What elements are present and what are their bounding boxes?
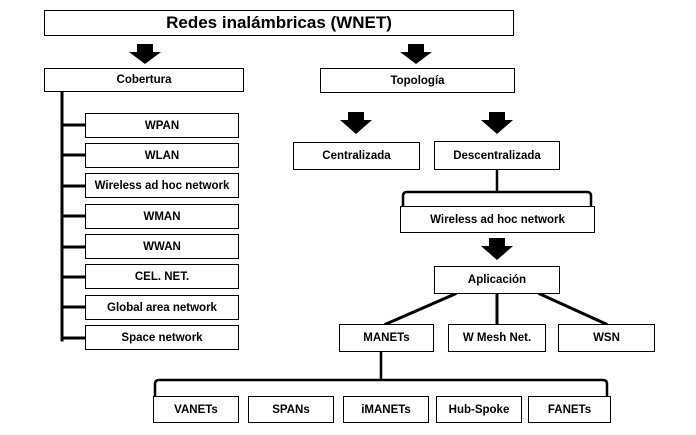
- adhoc-box: Wireless ad hoc network: [400, 206, 595, 233]
- cobertura-item-wwan: WWAN: [85, 234, 239, 259]
- manet-imanets: iMANETs: [343, 396, 429, 423]
- brace-manets: [153, 350, 609, 397]
- arrow-to-descentralizada: [481, 112, 513, 134]
- descentralizada-box: Descentralizada: [434, 141, 560, 170]
- centralizada-box: Centralizada: [293, 142, 420, 170]
- manet-vanets: VANETs: [153, 396, 239, 423]
- cobertura-box: Cobertura: [44, 68, 244, 92]
- cobertura-item-wlan: WLAN: [85, 143, 239, 168]
- manet-spans: SPANs: [248, 396, 334, 423]
- cobertura-item-wpan: WPAN: [85, 113, 239, 138]
- arrow-to-aplicacion: [481, 238, 513, 260]
- app-manets: MANETs: [339, 324, 434, 352]
- arrow-to-topologia: [400, 44, 432, 64]
- cobertura-item-cel-net: CEL. NET.: [85, 264, 239, 289]
- arrow-to-centralizada: [340, 112, 372, 134]
- topologia-box: Topología: [320, 68, 515, 93]
- cobertura-item-space: Space network: [85, 325, 239, 350]
- cobertura-item-global: Global area network: [85, 295, 239, 320]
- app-wsn: WSN: [558, 324, 655, 352]
- app-wmesh: W Mesh Net.: [448, 324, 546, 352]
- cobertura-item-adhoc: Wireless ad hoc network: [85, 173, 239, 198]
- page-title: Redes inalámbricas (WNET): [44, 10, 514, 36]
- manet-fanets: FANETs: [528, 396, 611, 423]
- cobertura-item-wman: WMAN: [85, 204, 239, 229]
- brace-adhoc: [401, 168, 593, 207]
- aplicacion-box: Aplicación: [434, 266, 560, 294]
- manet-hub-spoke: Hub-Spoke: [436, 396, 522, 423]
- arrow-to-cobertura: [129, 44, 161, 64]
